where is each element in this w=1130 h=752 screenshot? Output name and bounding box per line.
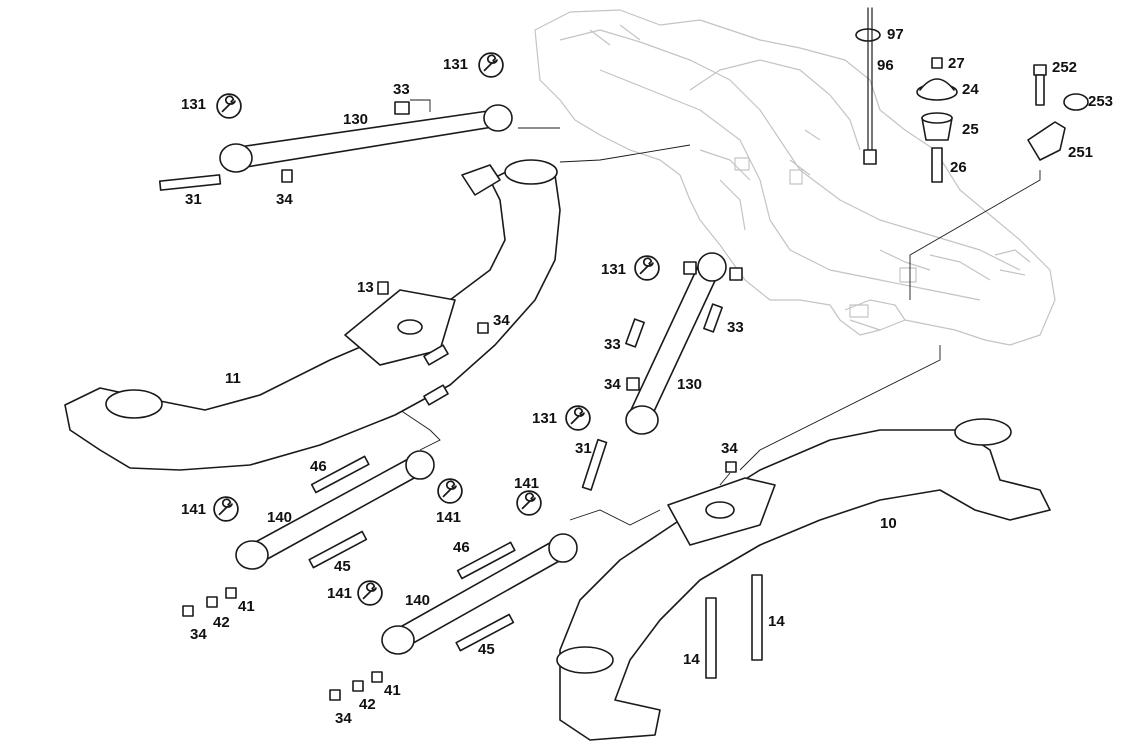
callout-label: 25: [962, 121, 979, 138]
callout-label: 131: [181, 96, 207, 113]
callout-label: 26: [950, 159, 967, 176]
callout-label: 131: [601, 261, 627, 278]
callout-label: 11: [225, 370, 241, 387]
callout-label: 41: [384, 682, 401, 699]
callout-label: 33: [393, 81, 410, 98]
part-140-link-left: [182, 450, 435, 617]
part-96-rod: [855, 7, 881, 165]
callout-label: 131: [443, 56, 469, 73]
callout-label: 14: [768, 613, 785, 630]
callout-label: 41: [238, 598, 255, 615]
wrench-icon: [478, 52, 504, 78]
wrench-icon: [357, 580, 383, 606]
callout-label: 130: [677, 376, 703, 393]
callout-label: 252: [1052, 59, 1078, 76]
callout-label: 46: [453, 539, 470, 556]
callout-label: 46: [310, 458, 327, 475]
callout-label: 96: [877, 57, 894, 74]
part-130-upper-arm: [158, 101, 513, 191]
callout-label: 31: [185, 191, 202, 208]
wrench-icon: [634, 255, 660, 281]
callout-label: 141: [436, 509, 462, 526]
callout-label: 34: [604, 376, 621, 393]
wrench-icon: [216, 93, 242, 119]
wrench-icon: [437, 478, 463, 504]
callout-label: 130: [343, 111, 369, 128]
callout-label: 141: [327, 585, 353, 602]
part-10-subframe: [556, 418, 1051, 741]
callout-label: 34: [721, 440, 738, 457]
wrench-icon: [516, 490, 542, 516]
part-11-subframe: [64, 159, 561, 471]
part-251-bracket: [1027, 64, 1089, 161]
part-24-25-mount: [916, 57, 958, 183]
callout-label: 141: [181, 501, 207, 518]
part-140-link-right: [329, 533, 578, 701]
callout-label: 45: [334, 558, 351, 575]
part-130-lower-arm: [581, 252, 743, 491]
callout-label: 97: [887, 26, 904, 43]
callout-label: 45: [478, 641, 495, 658]
callout-label: 14: [683, 651, 700, 668]
callout-label: 140: [267, 509, 293, 526]
callout-label: 34: [190, 626, 207, 643]
ghost-body-frame: [534, 9, 1056, 346]
callout-label: 253: [1088, 93, 1114, 110]
callout-label: 24: [962, 81, 979, 98]
callout-label: 42: [359, 696, 376, 713]
callout-label: 31: [575, 440, 592, 457]
callout-label: 33: [604, 336, 621, 353]
callout-label: 13: [357, 279, 374, 296]
callout-label: 10: [880, 515, 897, 532]
callout-label: 140: [405, 592, 431, 609]
wrench-icon: [565, 405, 591, 431]
callout-label: 33: [727, 319, 744, 336]
callout-label: 34: [335, 710, 352, 727]
wrench-icon: [213, 496, 239, 522]
callout-label: 141: [514, 475, 540, 492]
leader-lines: [384, 99, 1041, 526]
callout-label: 42: [213, 614, 230, 631]
callout-label: 27: [948, 55, 965, 72]
callout-label: 34: [276, 191, 293, 208]
callout-label: 251: [1068, 144, 1094, 161]
callout-label: 34: [493, 312, 510, 329]
callout-label: 131: [532, 410, 558, 427]
